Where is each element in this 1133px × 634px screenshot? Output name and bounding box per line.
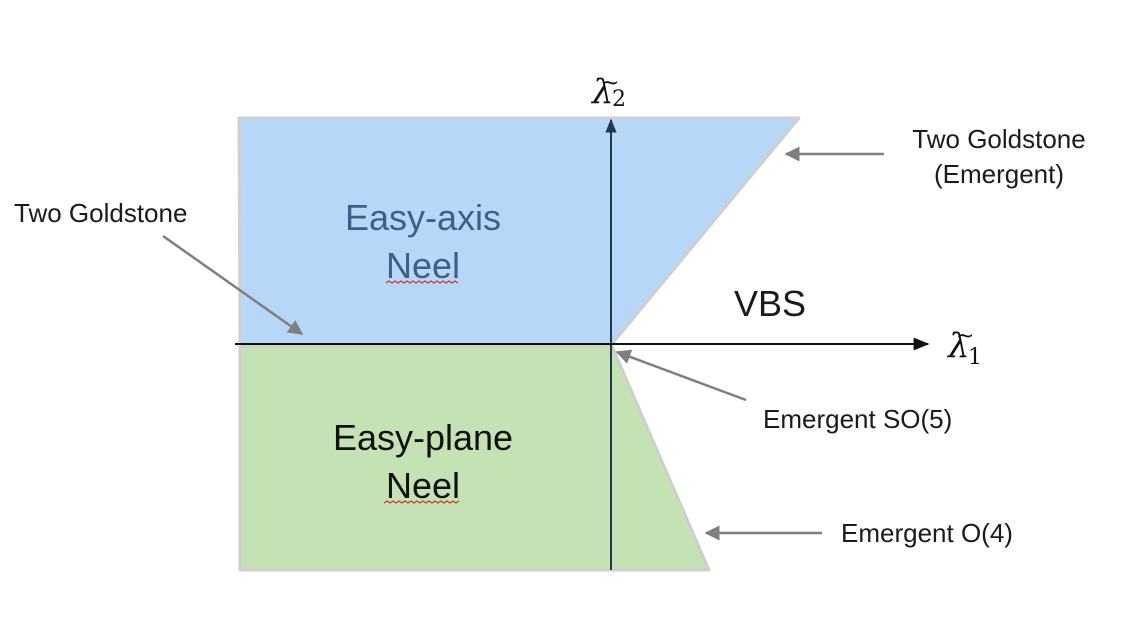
x-axis-subscript: 1 [968,345,982,370]
two-goldstone-emergent-line2: (Emergent) [934,159,1064,189]
vbs-label: VBS [734,283,806,324]
emergent-o4-label: Emergent O(4) [841,518,1013,548]
two-goldstone-label: Two Goldstone [14,198,187,228]
spellcheck-underline [383,500,460,504]
y-axis-label: ~ λ 2 [590,71,626,112]
two-goldstone-emergent-line1: Two Goldstone [912,124,1085,154]
two-goldstone-arrow [162,234,304,336]
x-axis-symbol: λ [946,326,970,366]
x-axis-tilde: ~ [956,324,974,349]
y-axis-subscript: 2 [612,87,626,112]
easy-plane-label-line1: Easy-plane [333,417,513,458]
easy-axis-region [237,116,801,346]
easy-plane-label-line2: Neel [386,465,460,506]
x-axis-label: ~ λ 1 [946,324,982,370]
easy-plane-region [238,344,711,572]
y-axis-tilde: ~ [601,71,619,96]
spellcheck-underline [385,280,459,284]
easy-axis-label-line1: Easy-axis [345,197,501,238]
emergent-so5-arrow [615,349,747,402]
emergent-so5-label: Emergent SO(5) [763,404,952,434]
y-axis-symbol: λ [590,72,614,112]
easy-axis-label-line2: Neel [386,245,460,286]
